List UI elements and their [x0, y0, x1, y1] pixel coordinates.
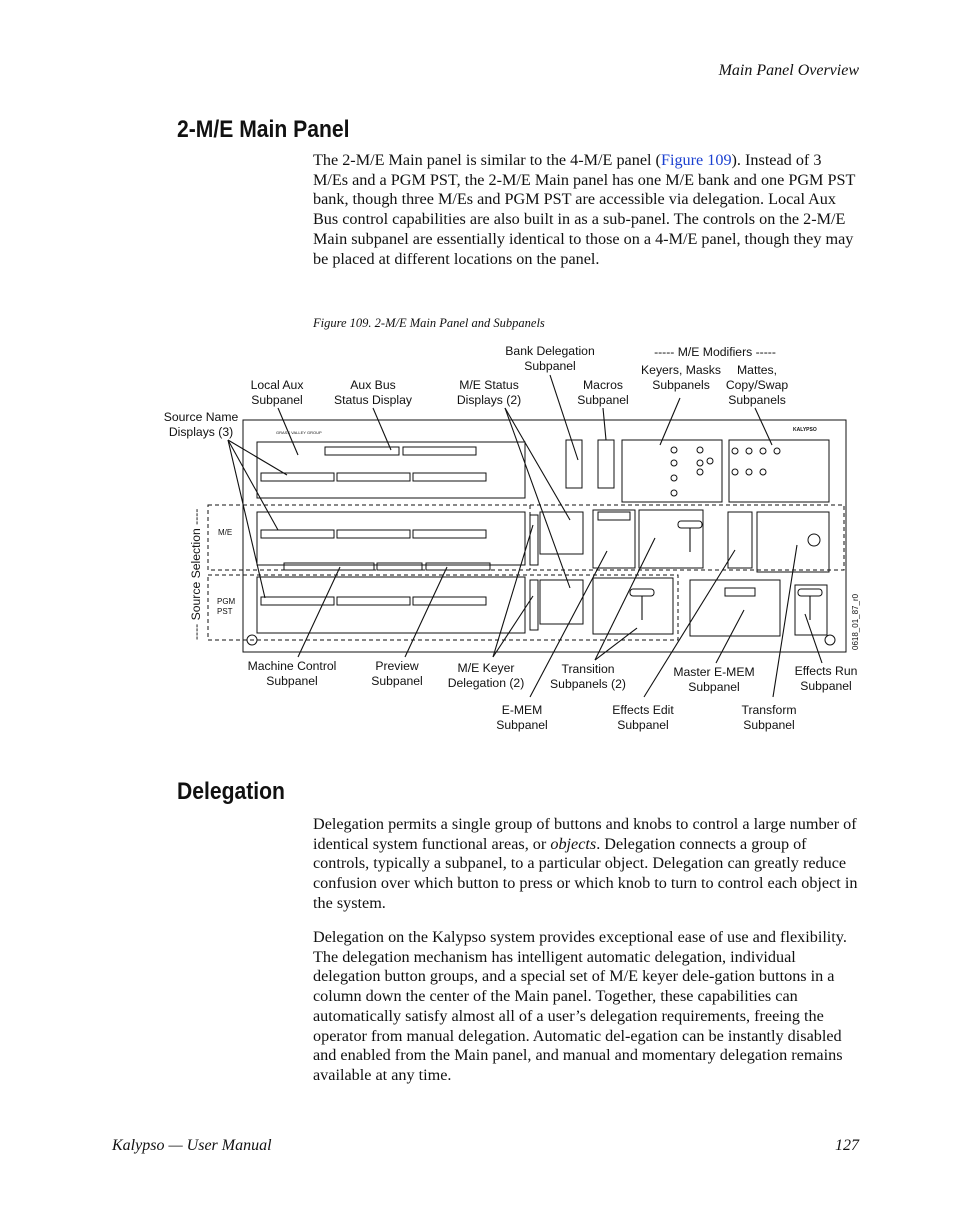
screw-right — [824, 634, 836, 646]
delegation-paragraph-2: Delegation on the Kalypso system provide… — [313, 928, 847, 1084]
macros-block — [597, 439, 615, 489]
effects-edit-block — [638, 509, 704, 569]
figure-109-link[interactable]: Figure 109 — [660, 151, 732, 169]
delegation-p1-a: Delegation permits a single group of but… — [313, 815, 857, 853]
pgm-label: PGM — [217, 597, 236, 606]
aux-area — [256, 441, 526, 499]
source-selection-label: ---- Source Selection ---- — [189, 509, 203, 640]
footer-page-number: 127 — [835, 1137, 859, 1154]
transition-block-2 — [592, 577, 674, 635]
me-label: M/E — [218, 528, 232, 537]
panel-button-dot — [759, 447, 767, 455]
me-status-block — [539, 511, 584, 555]
panel-button-dot — [745, 468, 753, 476]
keyers-masks-block — [621, 439, 723, 503]
me-bank-area — [256, 511, 526, 566]
footer-manual-title: Kalypso — User Manual — [112, 1137, 272, 1154]
panel-button-dot — [696, 459, 704, 467]
panel-button-dot — [731, 447, 739, 455]
panel-button-dot — [745, 447, 753, 455]
panel-button-dot — [696, 468, 704, 476]
brand-right: KALYPSO — [793, 427, 817, 433]
brand-left: GRASS VALLEY GROUP — [276, 430, 322, 435]
pst-label: PST — [217, 607, 233, 616]
intro-text-a: The 2-M/E Main panel is similar to the 4… — [313, 151, 661, 169]
pgm-bank-area — [256, 576, 526, 634]
tbar-lever — [629, 588, 655, 620]
panel-button-dot — [670, 474, 678, 482]
panel-button-dot — [773, 447, 781, 455]
intro-paragraph: The 2-M/E Main panel is similar to the 4… — [313, 151, 859, 269]
bank-delegation-block — [565, 439, 583, 489]
section-heading-delegation: Delegation — [177, 778, 285, 805]
panel-button-dot — [670, 459, 678, 467]
mattes-block — [728, 439, 830, 503]
panel-button-dot — [731, 468, 739, 476]
panel-button-dot — [706, 457, 714, 465]
delegation-paragraph-1: Delegation permits a single group of but… — [313, 815, 859, 914]
figure-caption: Figure 109. 2-M/E Main Panel and Subpane… — [313, 316, 545, 330]
running-header: Main Panel Overview — [718, 62, 859, 79]
effects-run-block — [794, 584, 828, 636]
delegation-p1-b: . Delegation connects a group of control… — [313, 834, 858, 912]
button-dots — [629, 446, 823, 620]
panel-button-dot — [759, 468, 767, 476]
tbar-lever — [677, 520, 703, 552]
panel-button-dot — [670, 489, 678, 497]
callout-lines — [227, 374, 823, 698]
panel-button-dot — [696, 446, 704, 454]
drawing-code: 0618_01_87_r0 — [851, 593, 860, 650]
transition-block-1 — [592, 509, 636, 569]
pgm-row-region — [207, 574, 679, 641]
master-ememe-block — [689, 579, 781, 637]
panel-button-dot — [670, 446, 678, 454]
panel-diagram: GRASS VALLEY GROUP KALYPSO M/E PGM PST -… — [164, 344, 860, 732]
me-row-region — [207, 504, 845, 571]
main-panel-outline — [242, 419, 847, 653]
section-heading-2me: 2-M/E Main Panel — [177, 116, 350, 143]
transform-block — [756, 511, 830, 573]
label-me-modifiers: ----- M/E Modifiers ----- — [654, 345, 776, 359]
intro-text-b: ). Instead of 3 M/Es and a PGM PST, the … — [313, 151, 856, 268]
tbar-lever — [797, 588, 823, 620]
objects-term: objects — [550, 834, 597, 853]
